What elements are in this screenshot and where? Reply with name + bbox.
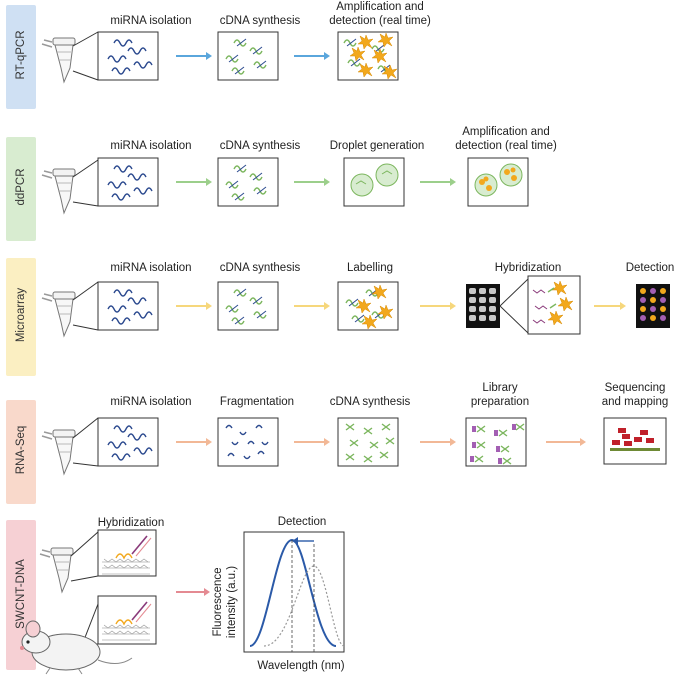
arrow-icon bbox=[176, 302, 212, 310]
tube-icon bbox=[41, 37, 76, 83]
step-label: Amplification and detection (real time) bbox=[329, 1, 431, 27]
arrow-icon bbox=[176, 178, 212, 186]
step-label: Library preparation bbox=[470, 382, 530, 408]
arrow-icon bbox=[546, 438, 586, 446]
step-label: Hybridization bbox=[97, 517, 165, 529]
droplets-amplified bbox=[474, 163, 523, 197]
step-label: Sequencing and mapping bbox=[601, 382, 669, 408]
sample-box bbox=[97, 281, 159, 331]
step-label: Hybridization bbox=[494, 262, 562, 274]
arrow-icon bbox=[294, 302, 330, 310]
tube-icon bbox=[41, 291, 76, 337]
arrow-icon bbox=[294, 438, 330, 446]
step-label: cDNA synthesis bbox=[329, 396, 411, 408]
array-chip bbox=[466, 284, 500, 328]
hybridized-probes bbox=[532, 280, 574, 326]
tube-icon bbox=[39, 547, 74, 593]
arrow-icon bbox=[176, 588, 210, 596]
spectrum-plot bbox=[243, 531, 345, 653]
arrow-icon bbox=[294, 178, 330, 186]
step-label: Labelling bbox=[346, 262, 394, 274]
detection-chip bbox=[636, 284, 670, 328]
library-fragments bbox=[470, 423, 525, 465]
sample-box bbox=[97, 417, 159, 467]
sample-box bbox=[97, 157, 159, 207]
arrow-icon bbox=[176, 438, 212, 446]
read-mapping bbox=[610, 428, 660, 451]
step-label: miRNA isolation bbox=[110, 140, 192, 152]
step-label: miRNA isolation bbox=[110, 15, 192, 27]
nanotube-hybrid bbox=[102, 535, 152, 575]
step-label: Droplet generation bbox=[329, 140, 425, 152]
step-label: Amplification and detection (real time) bbox=[455, 126, 557, 152]
arrow-icon bbox=[420, 178, 456, 186]
step-label: miRNA isolation bbox=[110, 262, 192, 274]
lane-rtqpcr: RT-qPCR bbox=[6, 5, 36, 109]
step-label: Detection bbox=[277, 516, 327, 528]
arrow-icon bbox=[594, 302, 626, 310]
cdna-box bbox=[217, 157, 279, 207]
sample-box bbox=[97, 31, 159, 81]
fragments bbox=[225, 424, 269, 460]
step-label: miRNA isolation bbox=[110, 396, 192, 408]
mouse-icon bbox=[20, 620, 133, 675]
arrow-icon bbox=[420, 302, 456, 310]
tube-icon bbox=[41, 168, 76, 214]
tube-icon bbox=[41, 429, 76, 475]
plot-xlabel: Wavelength (nm) bbox=[257, 660, 345, 672]
step-label: Detection bbox=[625, 262, 675, 274]
lane-ddpcr: ddPCR bbox=[6, 137, 36, 241]
step-label: Fragmentation bbox=[219, 396, 295, 408]
step-label: cDNA synthesis bbox=[219, 140, 301, 152]
arrow-icon bbox=[294, 52, 330, 60]
nanotube-hybrid bbox=[102, 601, 152, 641]
cdna-box bbox=[217, 31, 279, 81]
cdna-box bbox=[217, 281, 279, 331]
arrow-icon bbox=[176, 52, 212, 60]
lane-microarray: Microarray bbox=[6, 258, 36, 376]
hybridization-box bbox=[97, 529, 157, 577]
arrow-icon bbox=[420, 438, 456, 446]
step-label: cDNA synthesis bbox=[219, 15, 301, 27]
step-label: cDNA synthesis bbox=[219, 262, 301, 274]
lane-rnaseq: RNA-Seq bbox=[6, 400, 36, 504]
droplets bbox=[350, 163, 399, 197]
